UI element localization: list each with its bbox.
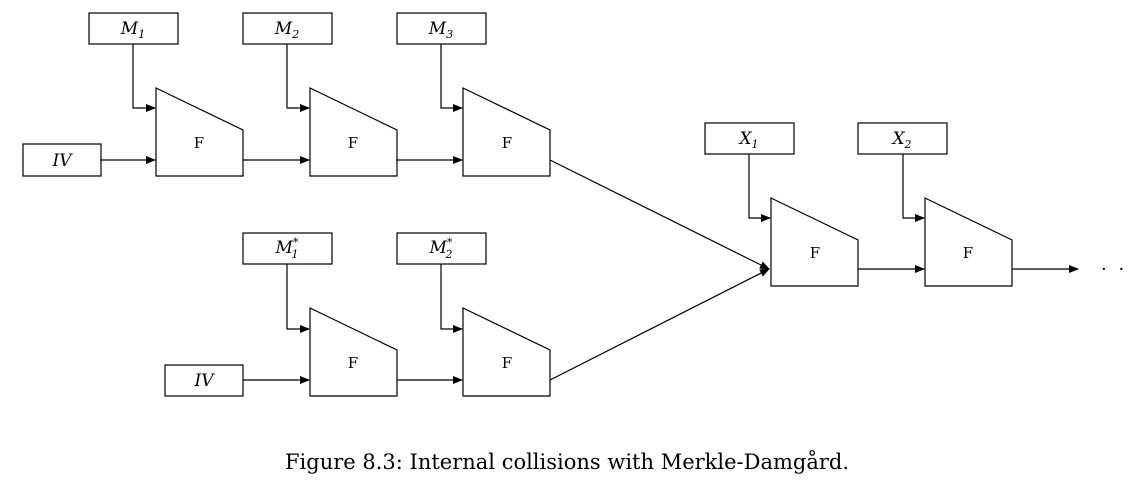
message-box-x2 (857, 122, 948, 155)
compression-block-top-3 (462, 87, 551, 177)
figure-caption: Figure 8.3: Internal collisions with Mer… (284, 450, 850, 474)
arrow-m2-to-f (286, 44, 310, 112)
message-label-x2: X2 (890, 129, 911, 151)
message-label-m1: M1 (120, 19, 145, 41)
compression-label-top-2: F (348, 134, 358, 152)
message-box-m2 (242, 12, 333, 45)
arrow-m2star-to-f (440, 264, 463, 333)
arrow-bottom-to-merge (549, 268, 770, 381)
compression-block-tail-1 (770, 197, 859, 287)
compression-label-bottom-2: F (502, 354, 512, 372)
message-box-m1 (88, 12, 179, 45)
compression-block-tail-2 (924, 197, 1013, 287)
message-box-m3 (396, 12, 487, 45)
message-label-m2: M2 (274, 19, 299, 41)
message-label-m1-star: M*1 (275, 236, 299, 261)
arrow-x2-to-f (902, 154, 925, 222)
arrow-m1-to-f (132, 44, 156, 112)
iv-box-top (22, 143, 102, 177)
compression-label-top-3: F (502, 134, 512, 152)
compression-block-top-1 (155, 87, 244, 177)
message-box-m2-star (396, 232, 487, 265)
message-box-x1 (704, 122, 795, 155)
compression-label-tail-2: F (963, 244, 973, 262)
compression-block-top-2 (309, 87, 398, 177)
compression-label-top-1: F (194, 134, 204, 152)
compression-block-bottom-2 (462, 307, 551, 397)
arrow-x1-to-f (748, 154, 771, 222)
iv-label-bottom: IV (194, 371, 216, 391)
message-label-x1: X1 (737, 129, 758, 151)
arrow-m3-to-f (440, 44, 463, 112)
iv-box-bottom (164, 364, 244, 397)
iv-label-top: IV (52, 151, 74, 171)
message-label-m3: M3 (428, 19, 453, 41)
arrow-m1star-to-f (286, 264, 310, 333)
continuation-ellipsis: · · · (1101, 259, 1134, 280)
arrow-top-to-merge (549, 159, 770, 270)
compression-label-tail-1: F (810, 244, 820, 262)
compression-block-bottom-1 (309, 307, 398, 397)
message-label-m2-star: M*2 (429, 236, 453, 261)
compression-label-bottom-1: F (348, 354, 358, 372)
